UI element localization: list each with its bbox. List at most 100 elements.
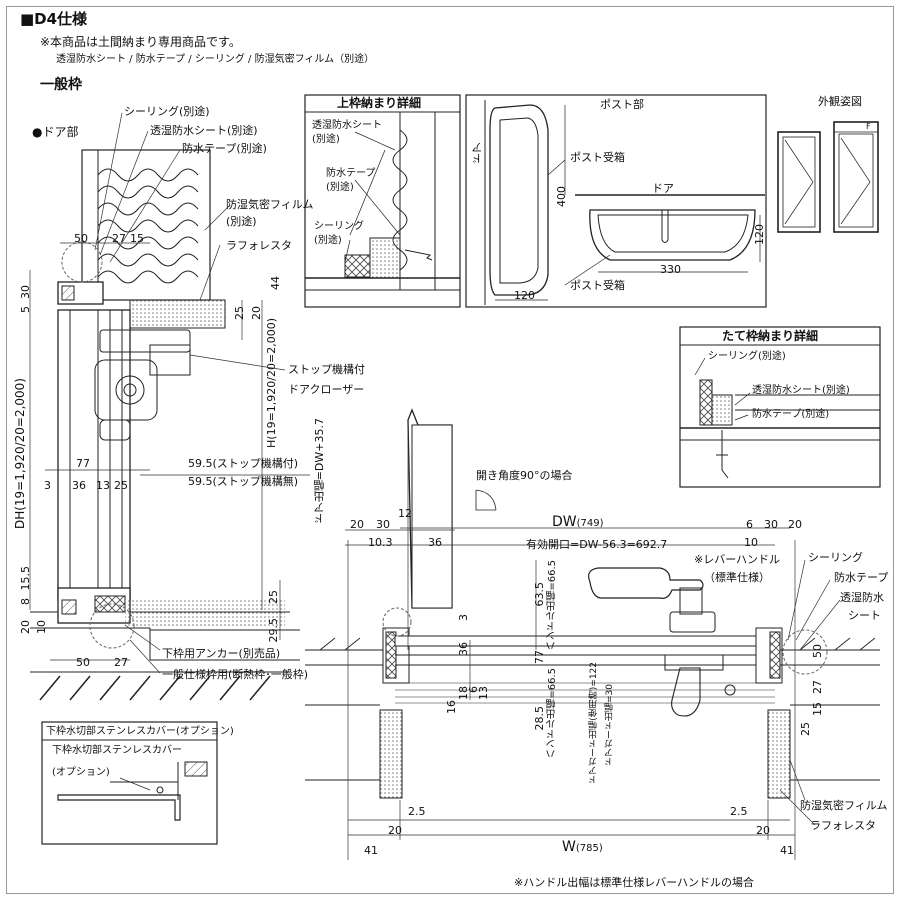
vertical-seal: シーリング(別途) (708, 351, 786, 362)
dim-27b: 27 (114, 656, 128, 669)
w-text: W (562, 839, 576, 855)
pdim-27: 27 (811, 680, 824, 694)
page-border (6, 6, 894, 894)
open-angle-label: 開き角度90°の場合 (476, 469, 573, 482)
pdim-20-left: 20 (388, 824, 402, 837)
dim-15-5: 15.5 (19, 566, 32, 591)
label-anchor: 下枠用アンカー(別売品) (162, 647, 281, 660)
frame-type-label: 一般枠 (40, 77, 82, 93)
label-waterproof-tape: 防水テープ(別途) (182, 142, 267, 155)
post-door-label: ドア (471, 142, 484, 164)
dim-50b: 50 (76, 656, 90, 669)
pdim-41-left: 41 (364, 844, 378, 857)
dw-label: DW(749) (552, 515, 604, 529)
plan-vapor: 防湿気密フィルム (800, 799, 888, 812)
dw-value: (749) (576, 518, 604, 529)
dim-8: 8 (19, 598, 32, 605)
post-door-label-2: ドア (652, 182, 674, 195)
dim-330: 330 (660, 263, 681, 276)
upper-sheet-2: (別途) (312, 134, 340, 145)
dim-400: 400 (555, 186, 568, 207)
pdim-20: 20 (350, 518, 364, 531)
pdim-10-3: 10.3 (368, 536, 393, 549)
plan-sealing: シーリング (808, 551, 863, 564)
lever-label-2: （標準仕様） (704, 571, 770, 584)
pdim-20-right: 20 (756, 824, 770, 837)
upper-tape-1: 防水テープ (326, 168, 376, 179)
cover-title-1: 下枠水切部ステンレスカバー(オプション) (46, 726, 234, 737)
post-box-label: ポスト受箱 (570, 151, 625, 164)
dw-text: DW (552, 514, 577, 530)
pdim-16: 16 (445, 700, 458, 714)
pdim-3: 3 (457, 614, 470, 621)
exterior-title: 外観姿図 (818, 95, 862, 108)
dim-5: 5 (19, 306, 32, 313)
label-sealing: シーリング(別途) (124, 105, 210, 118)
pdim-28-5: 28.5 (533, 706, 546, 731)
cover-option-drawing (41, 721, 218, 845)
pdim-6: 6 (746, 518, 753, 531)
cover-title-2: 下枠水切部ステンレスカバー (52, 745, 182, 756)
dim-25c: 25 (267, 590, 280, 604)
dim-25b: 25 (114, 479, 128, 492)
label-moisture-sheet: 透湿防水シート(別途) (150, 124, 258, 137)
dim-44: 44 (269, 276, 282, 290)
vertical-detail-title: たて枠納まり詳細 (722, 329, 819, 343)
plan-sheet-1: 透湿防水 (840, 591, 884, 604)
upper-tape-2: (別途) (326, 182, 354, 193)
label-lath: ラフォレスタ (226, 239, 292, 252)
pdim-77: 77 (533, 650, 546, 664)
plan-lath: ラフォレスタ (810, 819, 876, 832)
dim-25: 25 (233, 306, 246, 320)
label-stop-with: 59.5(ストップ機構付) (188, 457, 299, 470)
guard-protrusion-2: ドアガード出幅=30 (605, 684, 615, 766)
pdim-50: 50 (811, 644, 824, 658)
pdim-20r: 20 (788, 518, 802, 531)
lever-label-1: ※レバーハンドル (694, 553, 780, 566)
plan-sheet-2: シート (848, 609, 881, 622)
dim-30: 30 (19, 285, 32, 299)
pdim-13: 13 (477, 686, 490, 700)
label-vapor-film-sub: (別途) (226, 215, 257, 228)
dim-20b: 20 (19, 620, 32, 634)
pdim-10: 10 (744, 536, 758, 549)
post-title: ポスト部 (600, 98, 644, 111)
guard-protrusion-1: ドアガード出幅(使用時)=122 (589, 662, 599, 784)
plan-tape: 防水テープ (834, 571, 889, 584)
label-vapor-film: 防湿気密フィルム (226, 198, 314, 211)
vertical-detail-drawing (679, 326, 881, 488)
pdim-2-5-left: 2.5 (408, 805, 426, 818)
dim-120-h: 120 (514, 289, 535, 302)
exterior-f-mark: F (866, 122, 871, 131)
dim-36: 36 (72, 479, 86, 492)
door-protrusion-label: ドア出幅=DW+35.7 (313, 418, 326, 525)
handle-protrusion-1: ハンドル出幅=66.5 (547, 560, 558, 651)
header-note-2: 透湿防水シート / 防水テープ / シーリング / 防湿気密フィルム（別途） (56, 54, 375, 65)
post-box-label-2: ポスト受箱 (570, 279, 625, 292)
pdim-63-5: 63.5 (533, 582, 546, 607)
dim-50: 50 (74, 232, 88, 245)
upper-sheet-1: 透湿防水シート (312, 120, 382, 131)
post-detail-drawing (465, 94, 767, 308)
dim-10: 10 (35, 620, 48, 634)
dim-29-5: 29.5 (267, 618, 280, 643)
dim-13: 13 (96, 479, 110, 492)
label-stop-without: 59.5(ストップ機構無) (188, 475, 299, 488)
pdim-36: 36 (428, 536, 442, 549)
header-note-1: ※本商品は土間納まり専用商品です。 (40, 35, 241, 49)
pdim-12: 12 (398, 507, 412, 520)
door-section-label: ●ドア部 (32, 125, 79, 139)
handle-protrusion-2: ハンドル出幅=66.5 (547, 668, 558, 759)
dim-120-v: 120 (753, 224, 766, 245)
pdim-30: 30 (376, 518, 390, 531)
label-frame-note: 一般仕様枠用(断熱枠･一般枠) (162, 668, 309, 681)
dim-77: 77 (76, 457, 90, 470)
pdim-41-right: 41 (780, 844, 794, 857)
vertical-sheet: 透湿防水シート(別途) (752, 385, 850, 396)
label-dh-height: DH(19=1,920/20=2,000) (13, 378, 27, 530)
w-value: (785) (575, 843, 603, 854)
pdim-30r: 30 (764, 518, 778, 531)
upper-detail-drawing (304, 94, 461, 308)
